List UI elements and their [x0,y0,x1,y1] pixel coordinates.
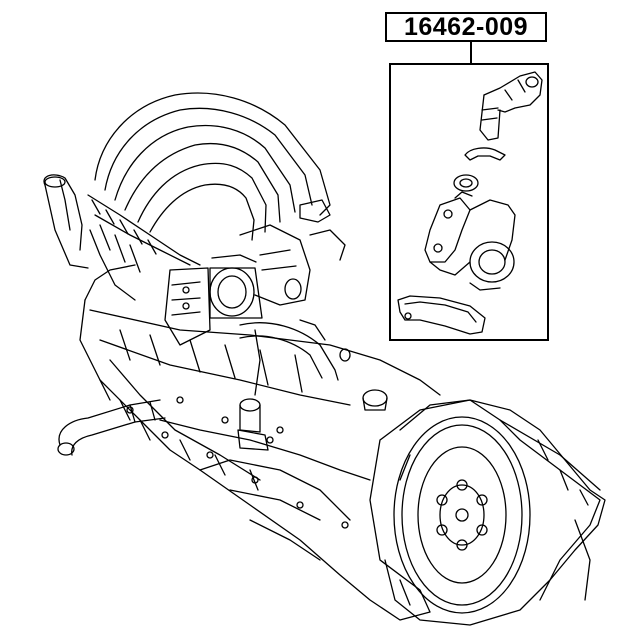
housing-gasket [397,295,486,335]
part-number-text: 16462-009 [403,12,529,41]
exhaust-pipe [57,399,166,456]
o-ring [453,174,479,192]
engine-block [79,264,601,621]
inlet-pipe [43,174,89,269]
flywheel [393,416,531,614]
water-outlet [237,398,269,451]
oil-filler-cap [362,389,388,411]
coolant-hoses [239,319,351,396]
detail-frame [389,63,549,341]
intake-manifold [87,92,331,301]
throttle-body [164,254,263,346]
leader-line [470,42,472,63]
detail-kit [397,71,543,335]
cam-cover [239,224,346,306]
temperature-sensor [479,71,543,141]
thermostat-housing [424,191,516,291]
part-number-label: 16462-009 [385,12,547,42]
bellhousing [384,399,606,626]
retaining-clip [464,147,506,161]
